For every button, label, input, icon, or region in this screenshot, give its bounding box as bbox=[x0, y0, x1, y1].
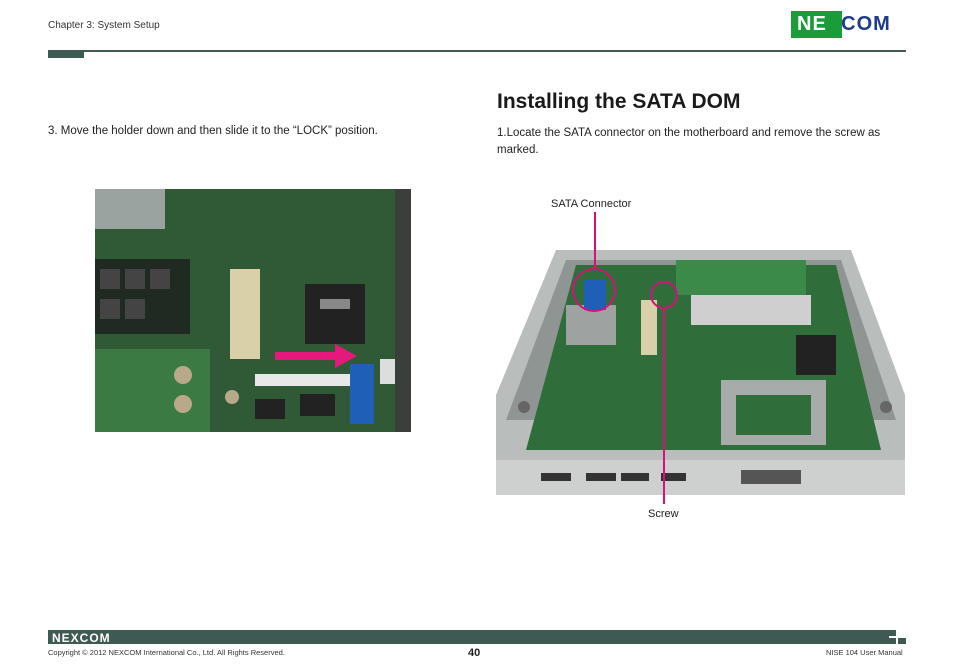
copyright-text: Copyright © 2012 NEXCOM International Co… bbox=[48, 648, 285, 657]
step-1-text: 1.Locate the SATA connector on the mothe… bbox=[497, 127, 881, 156]
step-3-text: 3. Move the holder down and then slide i… bbox=[48, 125, 378, 137]
screw-callout-circle bbox=[650, 281, 678, 309]
motherboard-photo bbox=[496, 245, 905, 495]
footer-bar bbox=[48, 630, 906, 644]
manual-name: NISE 104 User Manual bbox=[826, 648, 903, 657]
nexcom-logo: NEXCOM bbox=[791, 11, 906, 38]
sata-callout-line bbox=[594, 212, 596, 270]
logo-x: X bbox=[826, 13, 842, 35]
header-rule-tab bbox=[48, 50, 84, 58]
footer-nexcom-logo: NEXCOM bbox=[52, 631, 111, 645]
screw-callout-line bbox=[663, 309, 665, 504]
footer-squares-icon bbox=[889, 630, 906, 644]
holder-lock-photo bbox=[95, 189, 411, 432]
header-rule bbox=[48, 50, 906, 52]
logo-ne: NE bbox=[797, 13, 827, 35]
page-number: 40 bbox=[468, 647, 481, 659]
chapter-title: Chapter 3: System Setup bbox=[48, 20, 160, 31]
logo-com: COM bbox=[841, 13, 891, 35]
screw-label: Screw bbox=[648, 508, 679, 520]
page-heading: Installing the SATA DOM bbox=[497, 90, 741, 113]
sata-callout-circle bbox=[572, 268, 616, 312]
sata-connector-label: SATA Connector bbox=[551, 198, 632, 210]
